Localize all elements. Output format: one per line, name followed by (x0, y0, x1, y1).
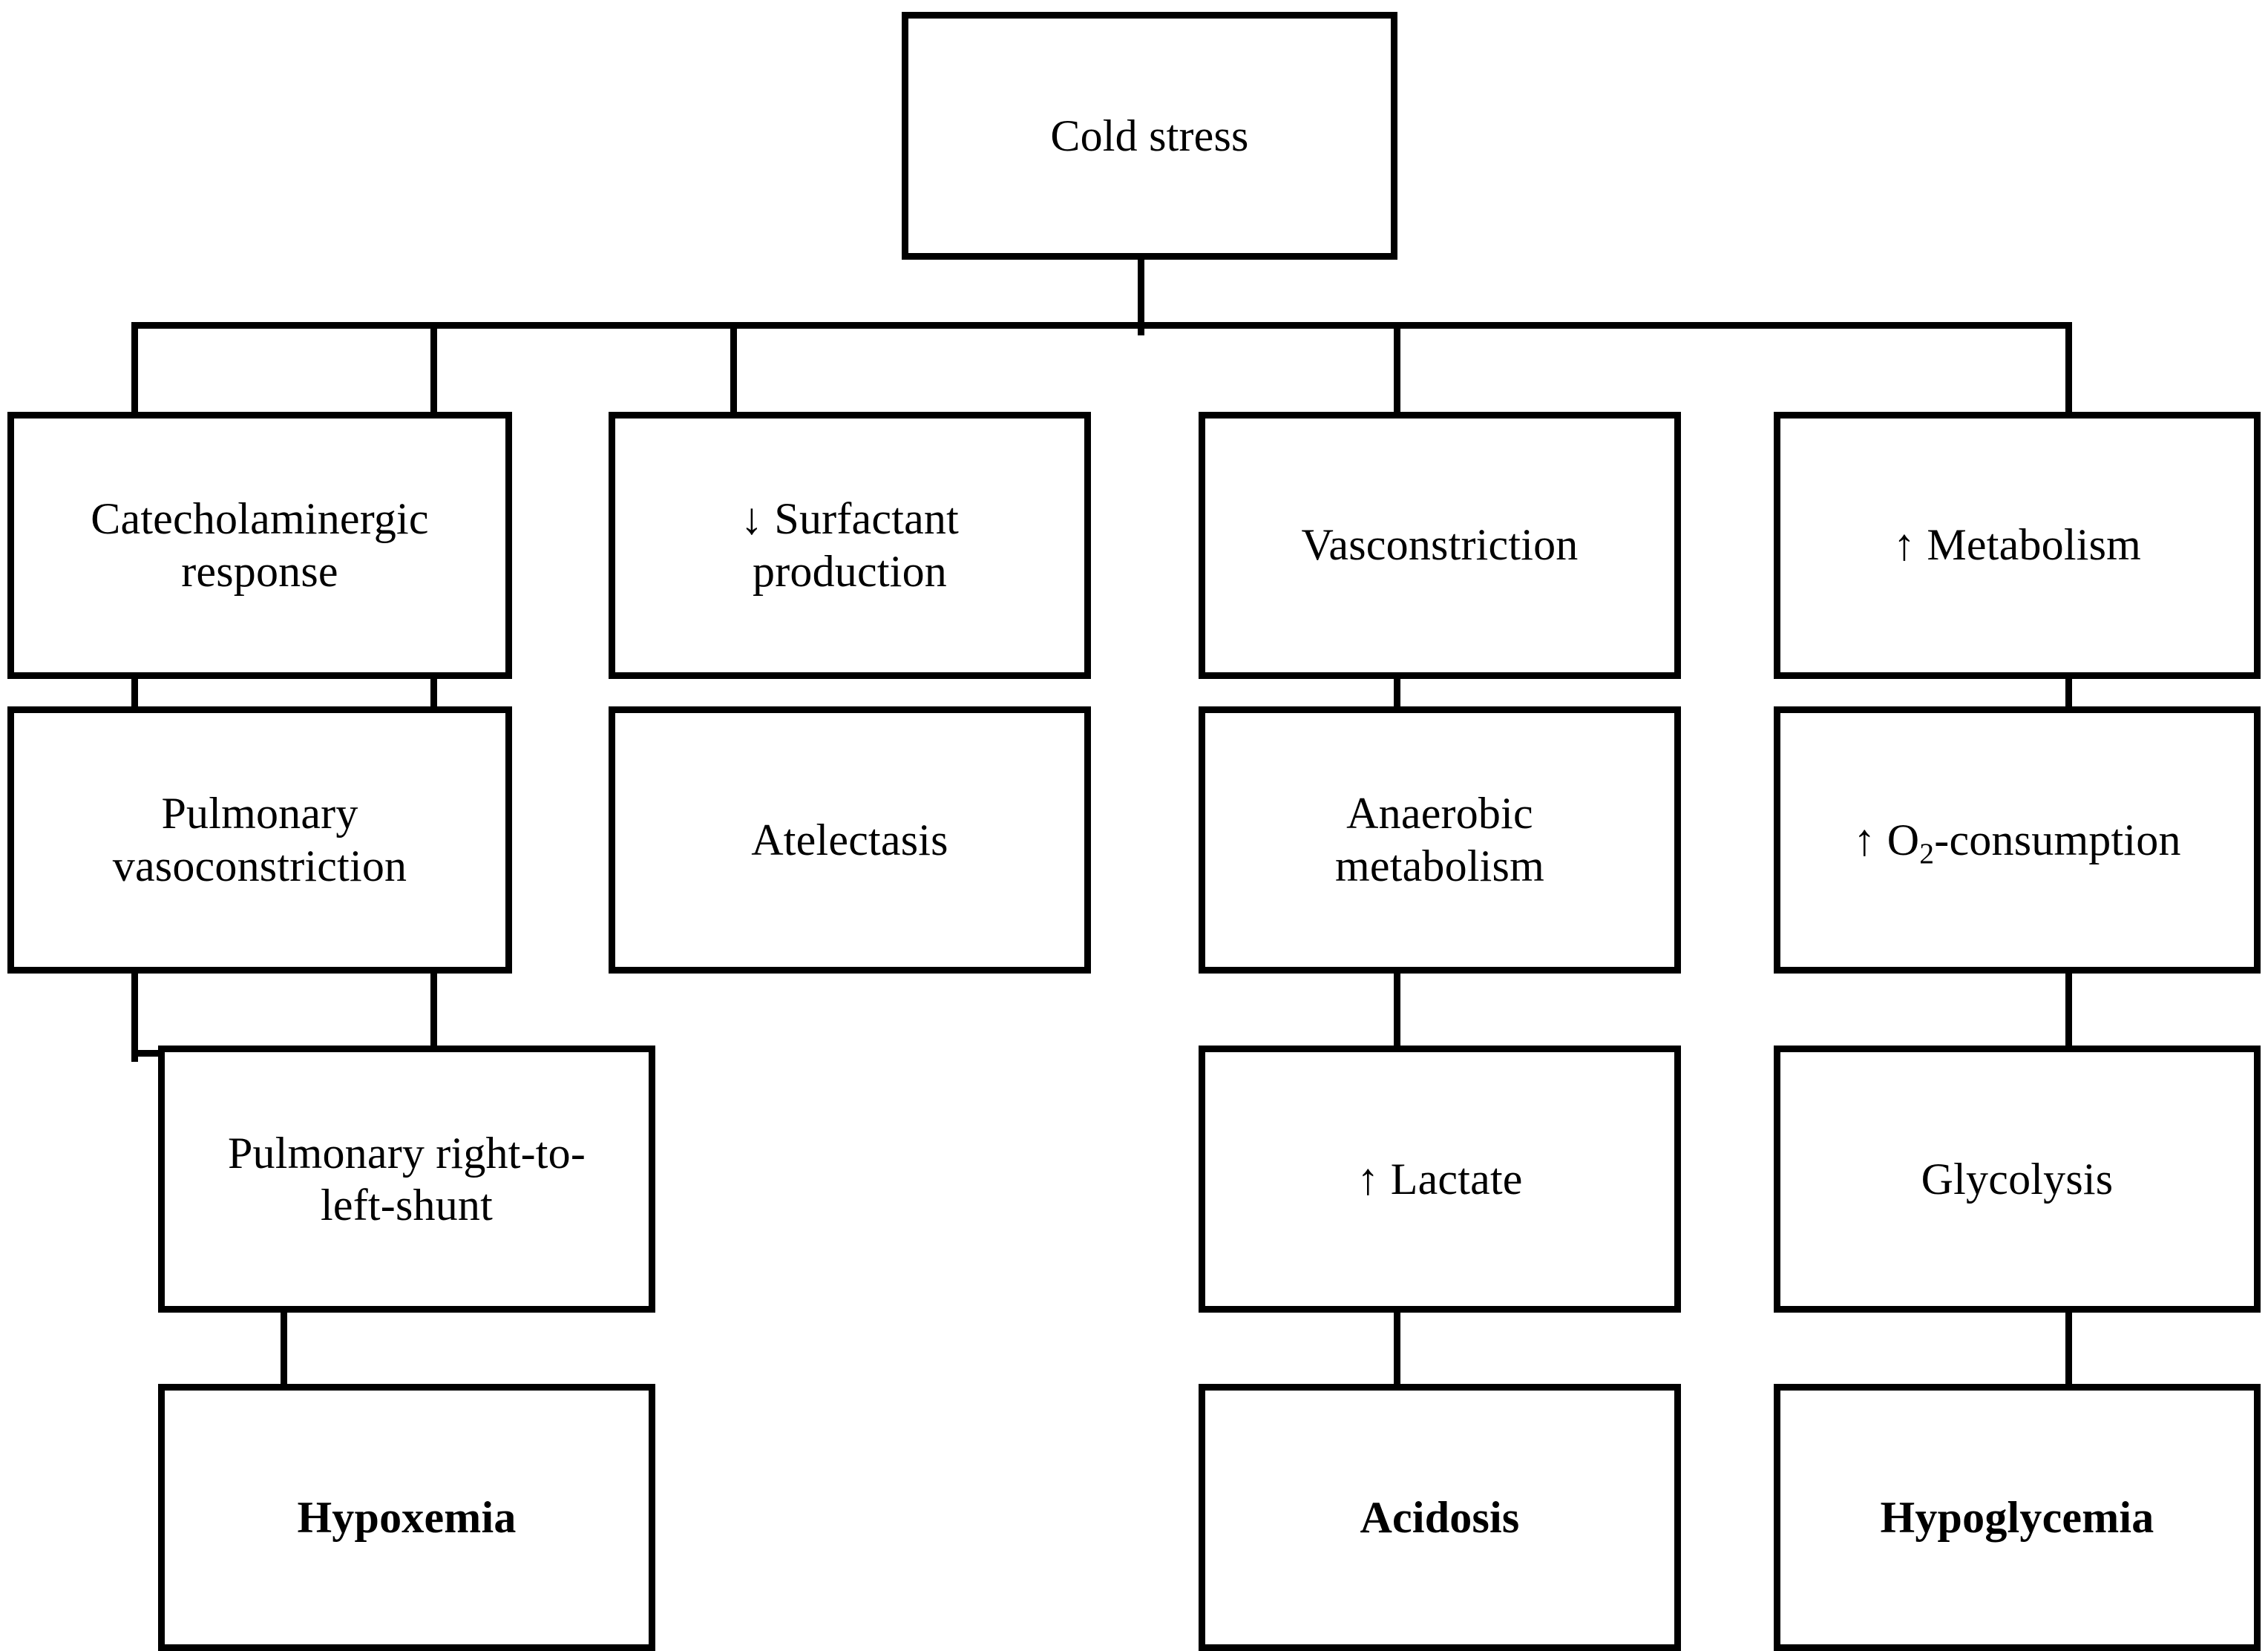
node-atelectasis-label: Atelectasis (751, 815, 948, 864)
edge-drop-col3 (730, 322, 737, 412)
node-surfactant-production-label: ↓ Surfactant production (741, 494, 959, 596)
node-lactate-label: ↑ Lactate (1357, 1155, 1523, 1204)
node-lactate[interactable]: ↑ Lactate (1199, 1046, 1681, 1313)
node-catecholaminergic-response-label: Catecholaminergic response (91, 494, 429, 596)
node-pulmonary-right-to-left-shunt[interactable]: Pulmonary right-to- left-shunt (158, 1046, 655, 1313)
node-vasconstriction[interactable]: Vasconstriction (1199, 411, 1681, 679)
edge-drop-col1 (131, 322, 138, 412)
node-glycolysis-label: Glycolysis (1921, 1155, 2114, 1204)
node-atelectasis[interactable]: Atelectasis (609, 706, 1091, 974)
edge-coldstress-stem (1138, 248, 1144, 335)
node-catecholaminergic-response[interactable]: Catecholaminergic response (7, 411, 512, 679)
node-hypoglycemia[interactable]: Hypoglycemia (1774, 1383, 2261, 1651)
edge-drop-col2 (430, 322, 437, 412)
node-surfactant-production[interactable]: ↓ Surfactant production (609, 411, 1091, 679)
edge-drop-col4 (2065, 322, 2072, 412)
node-hypoxemia-label: Hypoxemia (297, 1492, 517, 1542)
node-o2-consumption-label: ↑ O2-consumption (1780, 814, 2254, 870)
node-hypoxemia[interactable]: Hypoxemia (158, 1383, 655, 1651)
edge-glycolysis-to-hypoglycemia (2065, 1279, 2072, 1388)
edge-lactate-to-acidosis (1394, 1279, 1400, 1388)
node-anaerobic-metabolism[interactable]: Anaerobic metabolism (1199, 706, 1681, 974)
node-cold-stress-label: Cold stress (1050, 111, 1249, 160)
node-vasconstriction-label: Vasconstriction (1301, 520, 1579, 570)
node-pulmonary-vasoconstriction[interactable]: Pulmonary vasoconstriction (7, 706, 512, 974)
edge-pulmvaso-down (131, 939, 138, 1062)
node-metabolism[interactable]: ↑ Metabolism (1774, 411, 2261, 679)
o2-consumption-suffix: -consumption (1934, 815, 2181, 864)
node-glycolysis[interactable]: Glycolysis (1774, 1046, 2261, 1313)
o2-consumption-subscript: 2 (1919, 836, 1935, 870)
node-metabolism-label: ↑ Metabolism (1892, 520, 2142, 570)
node-cold-stress[interactable]: Cold stress (902, 11, 1397, 260)
node-acidosis-label: Acidosis (1360, 1492, 1520, 1542)
node-anaerobic-metabolism-label: Anaerobic metabolism (1335, 789, 1544, 890)
node-o2-consumption[interactable]: ↑ O2-consumption (1774, 706, 2261, 974)
node-pulmonary-vasoconstriction-label: Pulmonary vasoconstriction (112, 789, 407, 890)
edge-distribution-bar (131, 322, 2072, 329)
edge-shunt-to-hypoxemia (281, 1279, 287, 1388)
node-acidosis[interactable]: Acidosis (1199, 1383, 1681, 1651)
o2-consumption-prefix: ↑ O (1853, 815, 1920, 864)
edge-atelectasis-down (430, 939, 437, 1062)
edge-drop-col3b (1394, 322, 1400, 412)
node-pulmonary-right-to-left-shunt-label: Pulmonary right-to- left-shunt (227, 1128, 586, 1230)
node-hypoglycemia-label: Hypoglycemia (1880, 1492, 2154, 1542)
